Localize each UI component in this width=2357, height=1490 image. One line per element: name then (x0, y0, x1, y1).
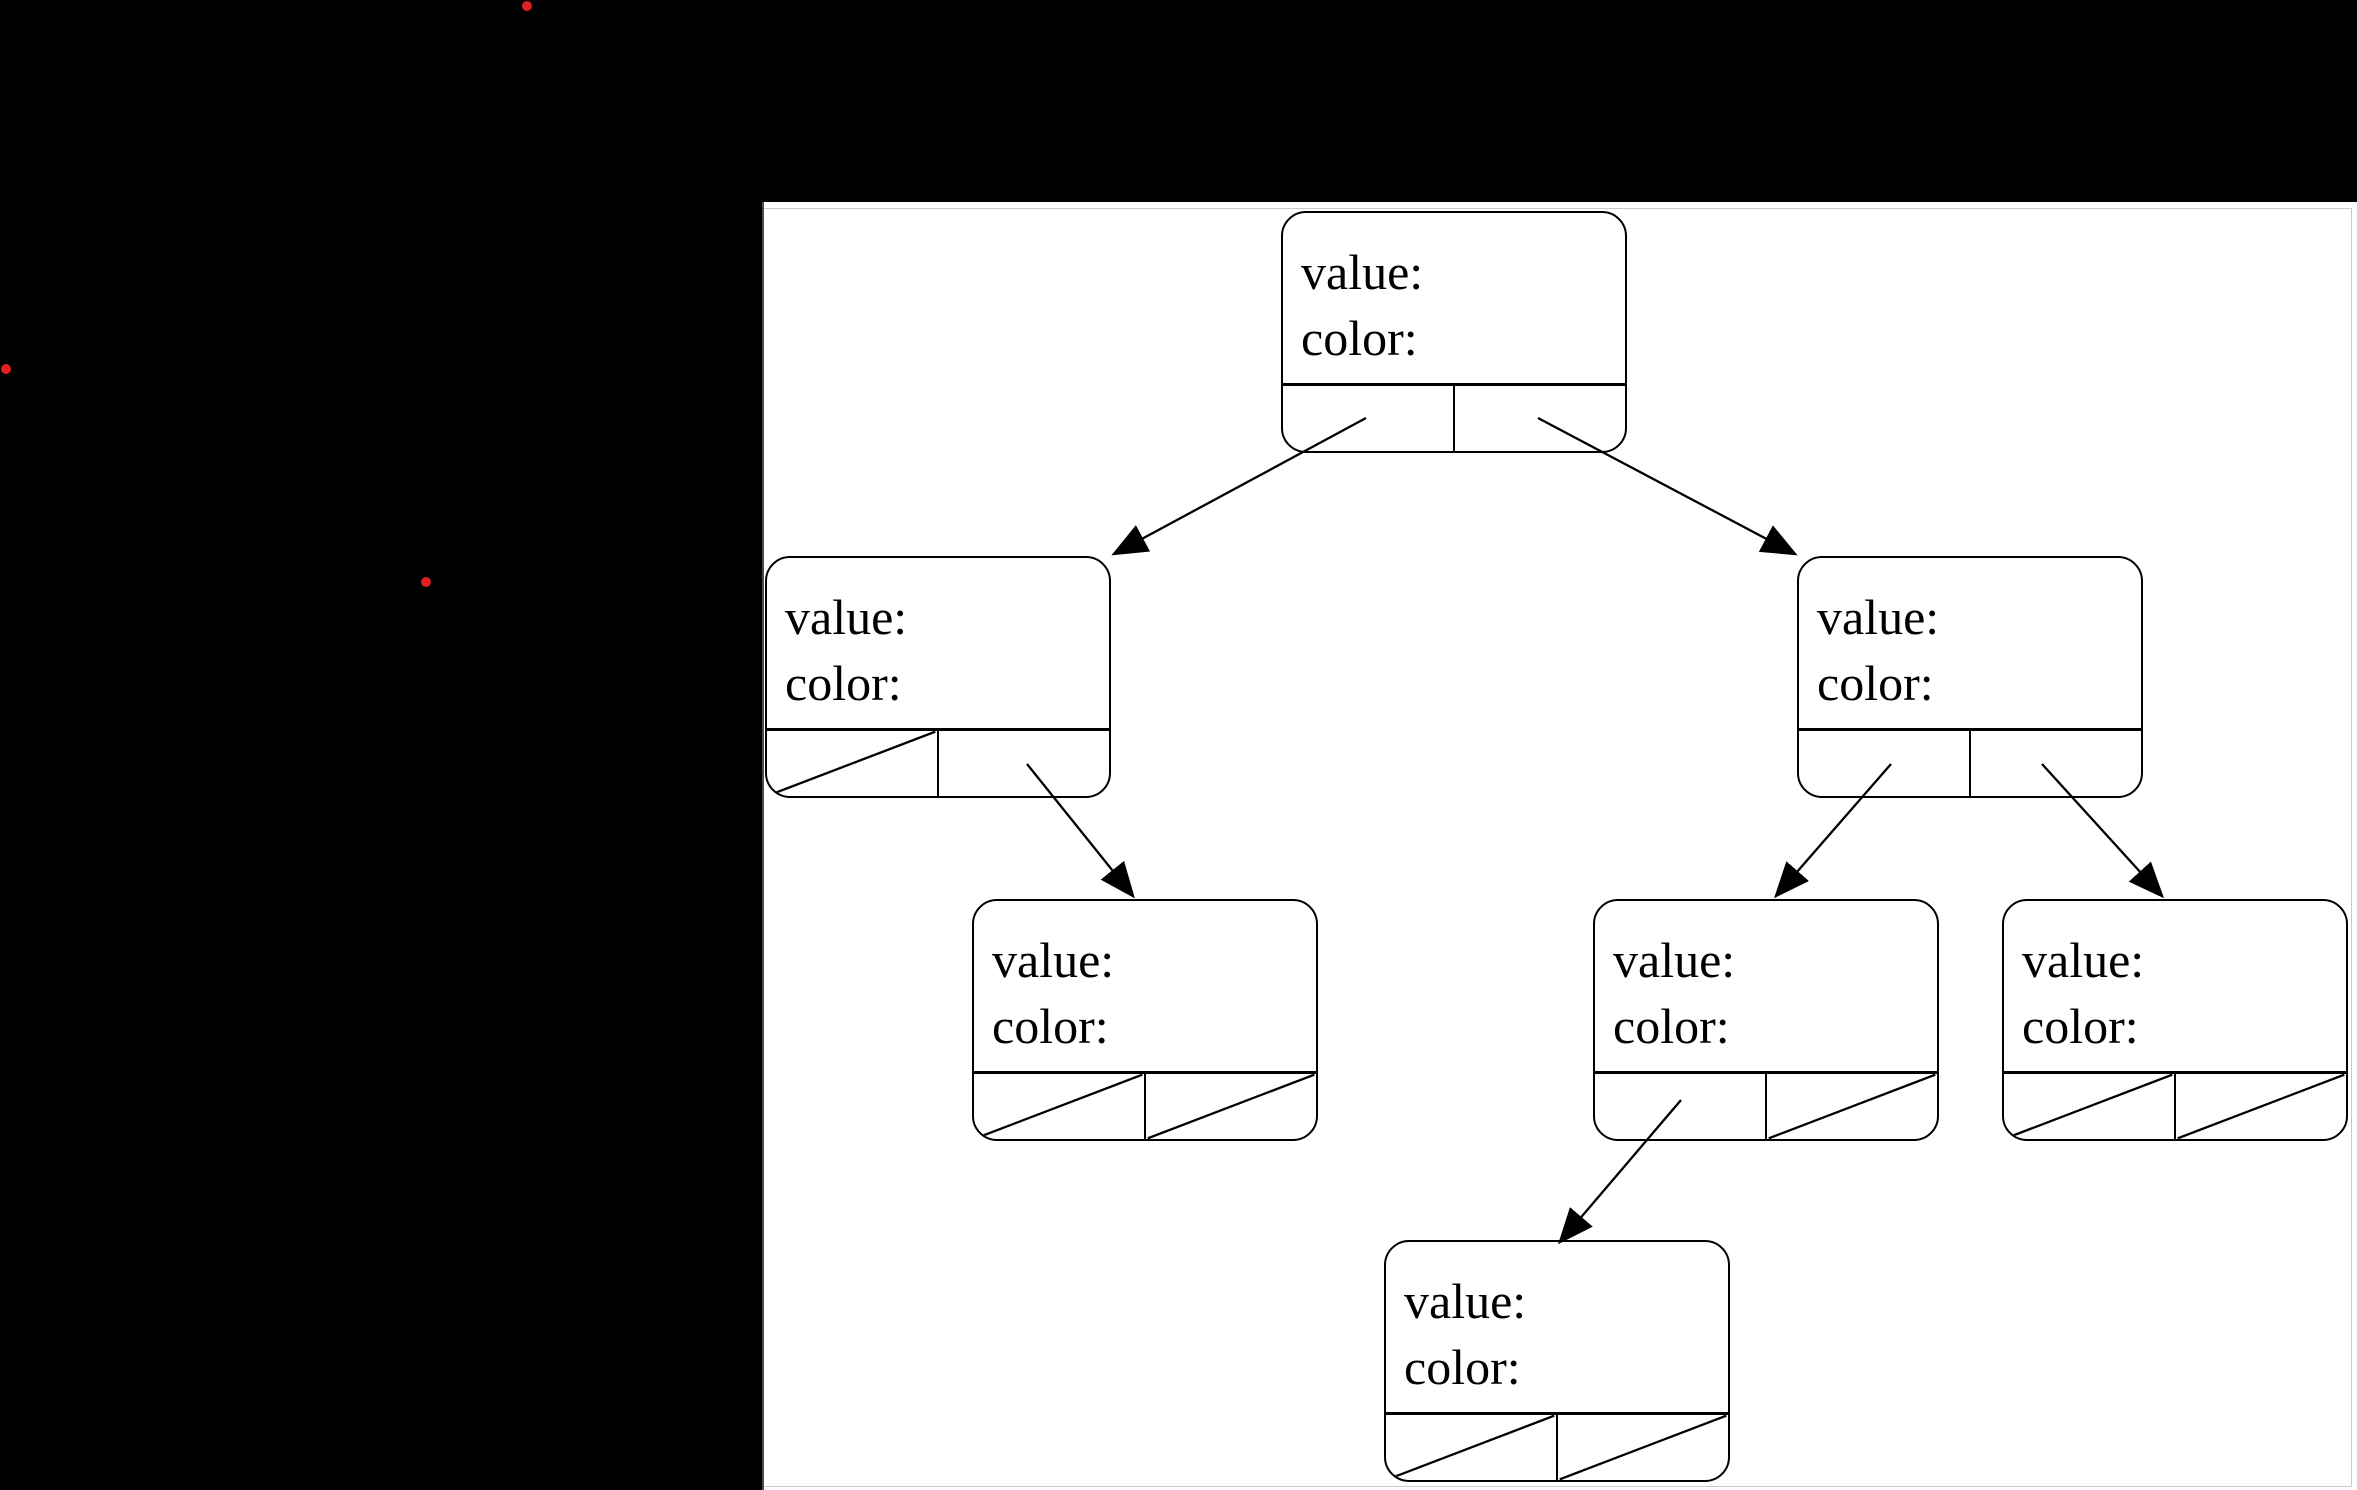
node-value-label: value: (1613, 932, 1736, 988)
node-color-label: color: (1817, 655, 1934, 711)
node-text-section: value: color: (767, 558, 1109, 716)
tree-node-right-right: value: color: (2002, 899, 2348, 1141)
node-color-label: color: (2022, 998, 2139, 1054)
node-color-label: color: (992, 998, 1109, 1054)
node-text-section: value: color: (2004, 901, 2346, 1059)
tree-node-right: value: color: (1797, 556, 2143, 798)
null-pointer-slash-icon (2176, 1074, 2346, 1139)
tree-node-left-right: value: color: (972, 899, 1318, 1141)
node-pointer-row (1799, 728, 2141, 796)
node-pointer-row (767, 728, 1109, 796)
left-pointer-cell (2004, 1074, 2174, 1139)
node-text-section: value: color: (1595, 901, 1937, 1059)
left-pointer-cell (1283, 386, 1453, 451)
right-pointer-cell (1969, 731, 2141, 796)
left-pointer-cell (767, 731, 937, 796)
right-pointer-cell (937, 731, 1109, 796)
tree-node-right-left-left: value: color: (1384, 1240, 1730, 1482)
node-color-label: color: (1404, 1339, 1521, 1395)
red-dot (522, 1, 532, 11)
left-pointer-cell (1386, 1415, 1556, 1480)
node-color-label: color: (1613, 998, 1730, 1054)
null-pointer-slash-icon (1146, 1074, 1316, 1139)
null-pointer-slash-icon (974, 1074, 1144, 1139)
null-pointer-slash-icon (2004, 1074, 2174, 1139)
node-pointer-row (1595, 1071, 1937, 1139)
node-text-section: value: color: (1799, 558, 2141, 716)
node-value-label: value: (1301, 244, 1424, 300)
node-text-section: value: color: (1386, 1242, 1728, 1400)
node-pointer-row (974, 1071, 1316, 1139)
node-text-section: value: color: (974, 901, 1316, 1059)
left-pointer-cell (1799, 731, 1969, 796)
node-value-label: value: (1817, 589, 1940, 645)
node-color-label: color: (785, 655, 902, 711)
left-pointer-cell (974, 1074, 1144, 1139)
node-pointer-row (1283, 383, 1625, 451)
right-pointer-cell (1453, 386, 1625, 451)
node-value-label: value: (785, 589, 908, 645)
red-dot (421, 577, 431, 587)
right-pointer-cell (1765, 1074, 1937, 1139)
right-pointer-cell (1556, 1415, 1728, 1480)
node-value-label: value: (992, 932, 1115, 988)
right-pointer-cell (2174, 1074, 2346, 1139)
node-text-section: value: color: (1283, 213, 1625, 371)
null-pointer-slash-icon (1767, 1074, 1937, 1139)
red-dot (1, 364, 11, 374)
null-pointer-slash-icon (767, 731, 937, 796)
tree-node-root: value: color: (1281, 211, 1627, 453)
node-color-label: color: (1301, 310, 1418, 366)
tree-node-left: value: color: (765, 556, 1111, 798)
null-pointer-slash-icon (1558, 1415, 1728, 1480)
node-pointer-row (2004, 1071, 2346, 1139)
null-pointer-slash-icon (1386, 1415, 1556, 1480)
left-pointer-cell (1595, 1074, 1765, 1139)
node-value-label: value: (1404, 1273, 1527, 1329)
right-pointer-cell (1144, 1074, 1316, 1139)
tree-node-right-left: value: color: (1593, 899, 1939, 1141)
node-pointer-row (1386, 1412, 1728, 1480)
node-value-label: value: (2022, 932, 2145, 988)
